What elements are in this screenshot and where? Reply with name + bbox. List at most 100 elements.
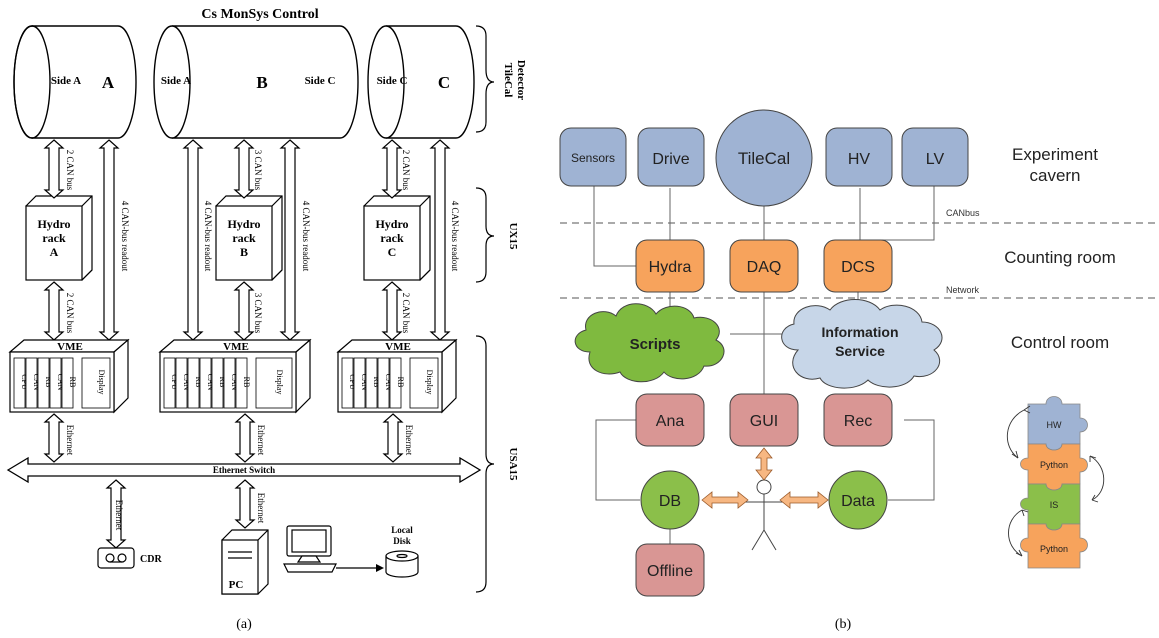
vme-slot-c-0: [341, 357, 354, 409]
puzzle-piece-python-1: Python: [1020, 443, 1088, 491]
svg-text:HV: HV: [848, 151, 871, 168]
node-drive: Drive: [637, 127, 705, 187]
svg-text:Rec: Rec: [844, 413, 872, 430]
zone-braces: [475, 25, 495, 593]
panel-b: CANbus Network Experiment cavern Countin…: [559, 109, 1156, 632]
zone-cavern-line1: Experiment: [1012, 145, 1098, 164]
panel-a: Cs MonSys Control Side A A Side A B Side…: [6, 7, 527, 632]
node-dcs: DCS: [823, 239, 893, 293]
vme-slot-a-2: [37, 357, 50, 409]
cloud-scripts: Scripts: [574, 303, 725, 383]
puzzle-piece-hw: HW: [1027, 396, 1088, 451]
node-sensors: Sensors: [559, 127, 627, 187]
zone-usa15: USA15: [507, 447, 519, 481]
ethernet-arrows: [43, 413, 404, 549]
label-readout-b-right: 4 CAN-bus readout: [301, 201, 311, 272]
node-lv: LV: [901, 127, 969, 187]
vme-slot-b-1: [175, 357, 188, 409]
puzzle-piece-is: IS: [1020, 483, 1081, 531]
cylinder-b-letter: B: [256, 73, 267, 92]
node-hv: HV: [825, 127, 893, 187]
vme-slot-b-2: [187, 357, 200, 409]
cloud-information-service: Information Service: [781, 299, 943, 389]
cylinder-a-side-left: Side A: [51, 75, 81, 87]
svg-text:Hydra: Hydra: [649, 259, 692, 276]
network-label: Network: [946, 285, 980, 295]
hydro-rack-c-line3: C: [388, 245, 397, 259]
svg-text:Ana: Ana: [656, 413, 685, 430]
vme-slot-a-1: [25, 357, 38, 409]
label-2can-a-bottom: 2 CAN bus: [65, 293, 75, 334]
local-disk-line2: Disk: [393, 536, 411, 546]
connector-lines: [593, 186, 935, 544]
vme-slot-label-c-3: CAN: [384, 374, 393, 391]
hydro-rack-a-line3: A: [50, 245, 59, 259]
canbus-label: CANbus: [946, 208, 980, 218]
vme-slot-label-a-2: RB: [44, 377, 53, 388]
label-ethernet-cdr: Ethernet: [114, 500, 124, 531]
vme-title-b: VME: [223, 341, 249, 353]
user-arrows: [701, 447, 829, 509]
pc-label: PC: [229, 579, 244, 591]
node-daq: DAQ: [729, 239, 799, 293]
zone-ux15: UX15: [507, 223, 519, 250]
vme-title-c: VME: [385, 341, 411, 353]
vme-title-a: VME: [57, 341, 83, 353]
svg-text:Service: Service: [835, 343, 885, 359]
vme-slot-label-b-6: RB: [242, 377, 251, 388]
vme-slot-label-c-4: RB: [396, 377, 405, 388]
puzzle-stack: HW Python IS Python: [1006, 396, 1105, 569]
label-2can-c-top: 2 CAN bus: [401, 150, 411, 191]
label-2can-a-top: 2 CAN bus: [65, 150, 75, 191]
vme-slot-b-5: [223, 357, 236, 409]
zone-cavern-line2: cavern: [1029, 166, 1080, 185]
zone-detector-line1: TileCal: [502, 63, 514, 98]
panel-a-caption: (a): [236, 617, 252, 632]
zone-detector-line2: Detector: [515, 60, 527, 100]
node-rec: Rec: [823, 393, 893, 447]
arrow-3can-b-top: [233, 139, 255, 199]
vme-slot-label-a-4: RB: [68, 377, 77, 388]
pc-tower: [221, 529, 269, 595]
vme-slot-a-0: [13, 357, 26, 409]
cylinder-c-letter: C: [438, 73, 450, 92]
svg-text:Python: Python: [1040, 460, 1068, 470]
arrow-3can-b-bottom: [233, 281, 255, 341]
arrow-2can-a-top: [43, 139, 65, 199]
svg-text:Python: Python: [1040, 544, 1068, 554]
hydro-rack-a-line2: rack: [42, 231, 66, 245]
user-stick-figure: [742, 479, 786, 551]
node-data: Data: [828, 470, 888, 530]
arrow-2can-c-bottom: [381, 281, 403, 341]
svg-text:DB: DB: [659, 493, 681, 510]
vme-display-a: [81, 357, 111, 409]
vme-slot-b-3: [199, 357, 212, 409]
cylinder-c-side-left: Side C: [377, 75, 408, 87]
svg-text:IS: IS: [1050, 500, 1059, 510]
vme-slot-label-b-3: CAN: [206, 374, 215, 391]
pc-to-disk-arrowhead: [376, 564, 384, 572]
svg-text:TileCal: TileCal: [738, 149, 790, 168]
hydro-rack-b-line1: Hydro: [227, 217, 260, 231]
hydro-rack-c-line2: rack: [380, 231, 404, 245]
vme-slot-b-0: [163, 357, 176, 409]
label-ethernet-a: Ethernet: [65, 425, 75, 456]
puzzle-piece-python-2: Python: [1020, 523, 1088, 569]
label-2can-c-bottom: 2 CAN bus: [401, 293, 411, 334]
node-hydra: Hydra: [635, 239, 705, 293]
svg-text:Data: Data: [841, 493, 875, 510]
svg-text:Scripts: Scripts: [630, 336, 681, 353]
cdr-device: [97, 547, 135, 569]
zone-control-room: Control room: [1011, 333, 1109, 352]
local-disk-icon: [385, 550, 419, 578]
vme-slot-c-1: [353, 357, 366, 409]
cylinder-a: [13, 25, 137, 139]
vme-display-label-a: Display: [97, 370, 106, 395]
svg-text:Information: Information: [822, 324, 899, 340]
arrow-2can-c-top: [381, 139, 403, 199]
panel-a-title: Cs MonSys Control: [201, 7, 318, 22]
arrow-readout-b-right: [279, 139, 301, 341]
